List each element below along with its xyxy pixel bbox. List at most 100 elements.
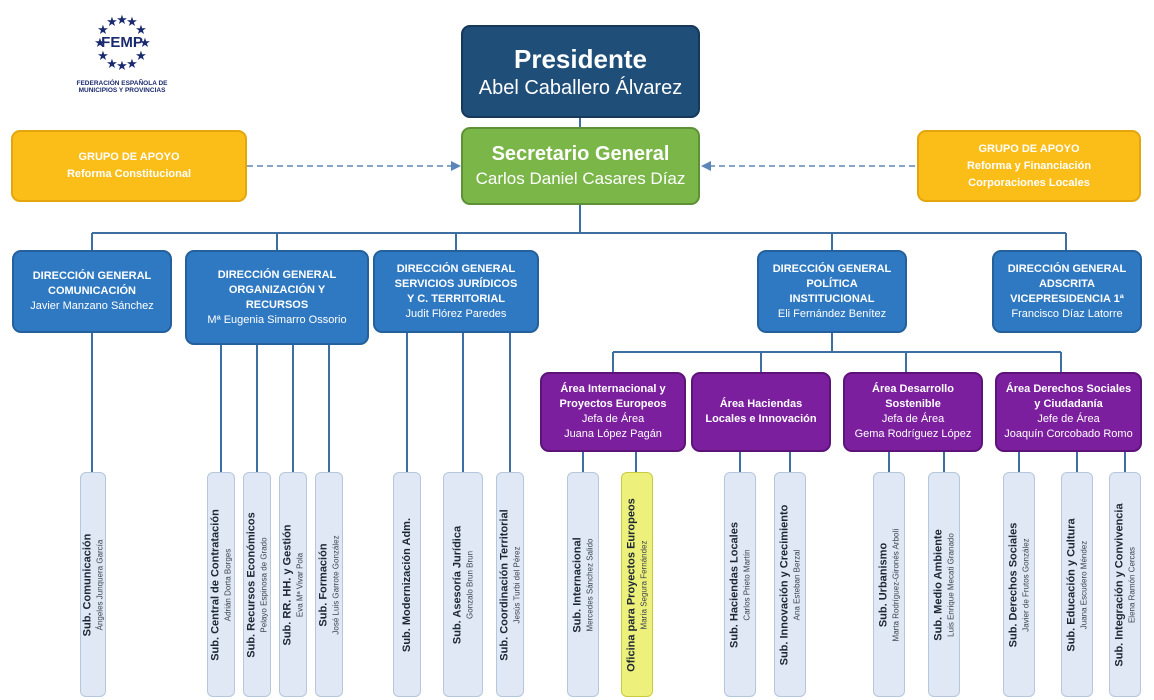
area-international: Área Internacional y Proyectos Europeos … bbox=[540, 372, 686, 452]
directorate-institutional: DIRECCIÓN GENERAL POLÍTICA INSTITUCIONAL… bbox=[757, 250, 907, 333]
sub-name: Marta Rodríguez-Gironés Arbolí bbox=[891, 528, 901, 641]
directorate-line1: DIRECCIÓN GENERAL bbox=[772, 262, 892, 275]
sub-name: José Luis Garrote González bbox=[331, 534, 341, 635]
support-left-line1: GRUPO DE APOYO bbox=[78, 151, 180, 163]
area-line2: y Ciudadanía bbox=[1034, 398, 1103, 410]
directorate-name: Javier Manzano Sánchez bbox=[30, 300, 154, 312]
sub-name: Jesús Turbi del Pérez bbox=[512, 546, 522, 623]
logo-name-line2: MUNICIPIOS Y PROVINCIAS bbox=[78, 87, 166, 94]
femp-logo: ★ ★ ★ ★ ★ ★ ★ ★ ★ ★ ★ ★ FEMP FEDERACIÓN … bbox=[66, 6, 178, 98]
directorate-line3: Y C. TERRITORIAL bbox=[407, 292, 505, 305]
area-name: Juana López Pagán bbox=[564, 428, 662, 440]
sub-title: Sub. Coordinación Territorial bbox=[498, 508, 511, 661]
sub-title: Sub. Recursos Económicos bbox=[245, 511, 258, 658]
area-line2: Sostenible bbox=[885, 398, 941, 410]
sub-title: Sub. Integración y Convivencia bbox=[1113, 502, 1126, 667]
directorate-name: Mª Eugenia Simarro Ossorio bbox=[207, 313, 347, 326]
directorate-legal: DIRECCIÓN GENERAL SERVICIOS JURÍDICOS Y … bbox=[373, 250, 539, 333]
sub-name: Pelayo Espinosa de Grado bbox=[259, 536, 269, 633]
sub-name: Juana Escudero Méndez bbox=[1079, 540, 1089, 629]
logo-acronym: FEMP bbox=[101, 34, 143, 51]
area-role: Jefe de Área bbox=[1037, 413, 1100, 425]
support-group-right: GRUPO DE APOYO Reforma y Financiación Co… bbox=[917, 130, 1141, 202]
sub-title: Sub. Haciendas Locales bbox=[728, 521, 741, 648]
svg-text:★: ★ bbox=[135, 49, 147, 64]
sub-title: Sub. Formación bbox=[317, 542, 330, 627]
svg-text:★: ★ bbox=[126, 15, 138, 30]
secretary-box: Secretario General Carlos Daniel Casares… bbox=[461, 127, 700, 205]
svg-text:★: ★ bbox=[139, 36, 151, 51]
sub-title: Sub. Comunicación bbox=[81, 533, 94, 636]
directorate-line2: POLÍTICA bbox=[806, 277, 858, 290]
svg-text:★: ★ bbox=[94, 36, 106, 51]
sub-name: Luis Enrique Mecati Granado bbox=[946, 532, 956, 637]
support-left-line2: Reforma Constitucional bbox=[66, 168, 192, 180]
directorate-line3: INSTITUCIONAL bbox=[789, 292, 875, 305]
svg-text:★: ★ bbox=[97, 49, 109, 64]
sub-name: María Segura Fernández bbox=[639, 540, 649, 629]
sub-title: Sub. Urbanismo bbox=[877, 542, 890, 627]
president-title: Presidente bbox=[514, 43, 647, 74]
support-right-line2: Reforma y Financiación bbox=[966, 159, 1092, 172]
directorate-line2: ADSCRITA bbox=[1038, 277, 1095, 290]
support-right-line1: GRUPO DE APOYO bbox=[978, 142, 1080, 155]
svg-text:★: ★ bbox=[116, 13, 128, 28]
directorate-name: Judit Flórez Paredes bbox=[405, 307, 507, 320]
secretary-name: Carlos Daniel Casares Díaz bbox=[475, 169, 686, 188]
support-group-left: GRUPO DE APOYO Reforma Constitucional bbox=[11, 130, 247, 202]
sub-modernizacion: Sub. Modernización Adm. bbox=[393, 472, 421, 697]
area-name: Gema Rodríguez López bbox=[854, 428, 972, 440]
stars-icon: ★ ★ ★ ★ ★ ★ ★ ★ ★ ★ ★ ★ bbox=[94, 13, 151, 74]
sub-name: Carlos Prieto Martín bbox=[742, 548, 752, 621]
area-line1: Área Derechos Sociales bbox=[1005, 383, 1132, 395]
sub-name: Ángeles Junquera García bbox=[95, 539, 105, 630]
area-role: Jefa de Área bbox=[581, 413, 645, 425]
sub-title: Sub. Central de Contratación bbox=[209, 508, 222, 661]
svg-text:★: ★ bbox=[116, 59, 128, 74]
directorate-line2: SERVICIOS JURÍDICOS bbox=[394, 277, 518, 290]
sub-title: Oficina para Proyectos Europeos bbox=[625, 497, 638, 672]
president-box: Presidente Abel Caballero Álvarez bbox=[461, 25, 700, 118]
directorate-line3: RECURSOS bbox=[245, 298, 309, 311]
secretary-title: Secretario General bbox=[491, 143, 670, 165]
directorate-name: Eli Fernández Benítez bbox=[777, 307, 887, 320]
sub-title: Sub. Asesoría Jurídica bbox=[451, 525, 464, 644]
directorate-name: Francisco Díaz Latorre bbox=[1011, 307, 1123, 320]
area-line1: Área Desarrollo bbox=[872, 383, 954, 395]
sub-name: Javier de Frutos González bbox=[1021, 537, 1031, 632]
area-haciendas: Área Haciendas Locales e Innovación bbox=[691, 372, 831, 452]
sub-name: Eva Mª Vivar Pola bbox=[295, 552, 305, 617]
sub-name: Gonzalo Brun Brun bbox=[465, 550, 475, 619]
directorate-line3: VICEPRESIDENCIA 1ª bbox=[1010, 292, 1124, 305]
directorate-line2: ORGANIZACIÓN Y bbox=[228, 283, 326, 296]
directorate-line1: DIRECCIÓN GENERAL bbox=[217, 268, 337, 281]
sub-title: Sub. Modernización Adm. bbox=[401, 517, 413, 652]
sub-title: Sub. Innovación y Crecimiento bbox=[778, 504, 791, 665]
directorate-line1: DIRECCIÓN GENERAL bbox=[32, 270, 152, 282]
sub-name: Ana Esteban Berzal bbox=[792, 549, 802, 620]
sub-name: Elena Ramón Cercas bbox=[1127, 546, 1137, 623]
area-role: Jefa de Área bbox=[881, 413, 945, 425]
svg-text:★: ★ bbox=[106, 15, 118, 30]
sub-title: Sub. Internacional bbox=[571, 536, 584, 633]
svg-text:★: ★ bbox=[97, 23, 109, 38]
area-line1: Área Internacional y bbox=[560, 383, 666, 395]
sub-title: Sub. Medio Ambiente bbox=[932, 528, 945, 641]
svg-text:★: ★ bbox=[135, 23, 147, 38]
sub-name: Adrián Dorta Borges bbox=[223, 548, 233, 621]
logo-name-line1: FEDERACIÓN ESPAÑOLA DE bbox=[76, 80, 168, 87]
president-name: Abel Caballero Álvarez bbox=[478, 76, 683, 99]
